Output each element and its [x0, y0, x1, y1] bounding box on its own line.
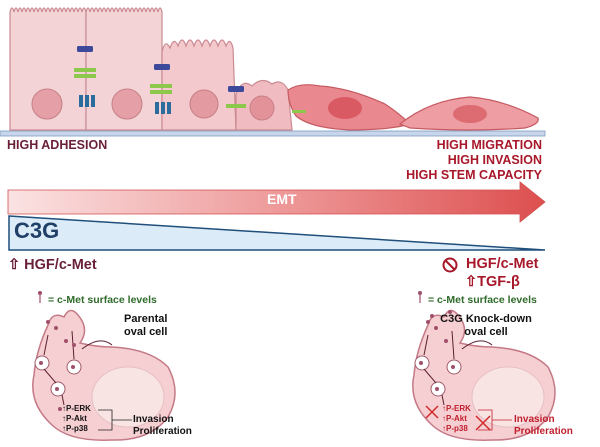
cmet-receptor-legend-icon [38, 291, 42, 303]
high-migration-label: HIGH MIGRATION [436, 138, 542, 152]
right-outcome-connector [478, 409, 512, 431]
emt-c3g-gradient [7, 181, 546, 251]
left-outcome-connector [98, 409, 132, 431]
blocked-outcome-x-icon [475, 415, 491, 431]
parental-oval-cell [32, 291, 176, 441]
tgf-beta-up-label: ⇧TGF-β [465, 274, 520, 290]
marker-p-p38: ↑P-p38 [62, 424, 88, 433]
epithelial-cell-1 [9, 7, 87, 131]
junction-protein-icon [150, 64, 172, 114]
right-cell-title-line2: oval cell [464, 326, 508, 338]
marker-p-akt: ↑P-Akt [62, 414, 87, 423]
left-cell-title-line2: oval cell [124, 326, 168, 338]
high-adhesion-label: HIGH ADHESION [7, 138, 108, 152]
hgf-cmet-up-label: ⇧ HGF/c-Met [8, 257, 97, 273]
junction-protein-icon [226, 86, 306, 113]
left-cell-title-line1: Parental [124, 313, 168, 325]
nucleus [471, 366, 545, 428]
epithelial-cell-3 [161, 39, 237, 131]
high-invasion-label: HIGH INVASION [447, 153, 542, 167]
mesenchymal-cell-1 [287, 84, 412, 131]
c3g-gradient-wedge [8, 215, 546, 251]
marker-p-p38: ↑P-p38 [442, 424, 468, 433]
blocked-signal-x-icon [425, 405, 439, 419]
left-cell-title: Parental oval cell [124, 313, 167, 339]
right-marker-list: ↑P-ERK ↑P-Akt ↑P-p38 [442, 404, 471, 434]
left-marker-list: ↑P-ERK ↑P-Akt ↑P-p38 [62, 404, 91, 434]
right-cell-title-line1: C3G Knock-down [440, 313, 532, 325]
hgf-cmet-blocked-label: HGF/c-Met [466, 256, 539, 272]
right-outcome-invasion: Invasion [514, 414, 555, 425]
left-outcome-invasion: Invasion [133, 414, 174, 425]
left-outcome: Invasion Proliferation [133, 414, 192, 438]
emt-arrow [7, 181, 546, 223]
emt-cell-illustration [0, 7, 546, 137]
nucleus [91, 366, 165, 428]
basement-membrane [0, 130, 546, 137]
right-outcome: Invasion Proliferation [514, 414, 573, 438]
left-outcome-proliferation: Proliferation [133, 426, 192, 437]
phenotype-labels: HIGH MIGRATION HIGH INVASION HIGH STEM C… [406, 138, 542, 183]
c3g-knockdown-oval-cell [412, 291, 556, 441]
epithelial-cell-4 [235, 79, 293, 131]
epithelial-cell-2 [85, 7, 163, 131]
right-outcome-proliferation: Proliferation [514, 426, 573, 437]
mesenchymal-cell-2 [398, 96, 539, 131]
high-stem-capacity-label: HIGH STEM CAPACITY [406, 168, 542, 182]
c3g-label: C3G [14, 218, 60, 243]
right-cell-title: C3G Knock-down oval cell [440, 313, 532, 339]
emt-label: EMT [267, 191, 297, 207]
marker-p-erk: ↑P-ERK [62, 404, 91, 413]
marker-p-akt: ↑P-Akt [442, 414, 467, 423]
marker-p-erk: ↑P-ERK [442, 404, 471, 413]
right-legend-text: = c-Met surface levels [428, 294, 537, 306]
left-legend-text: = c-Met surface levels [48, 294, 157, 306]
prohibited-icon [442, 257, 458, 273]
junction-protein-icon [74, 46, 96, 107]
cmet-receptor-legend-icon [418, 291, 422, 303]
